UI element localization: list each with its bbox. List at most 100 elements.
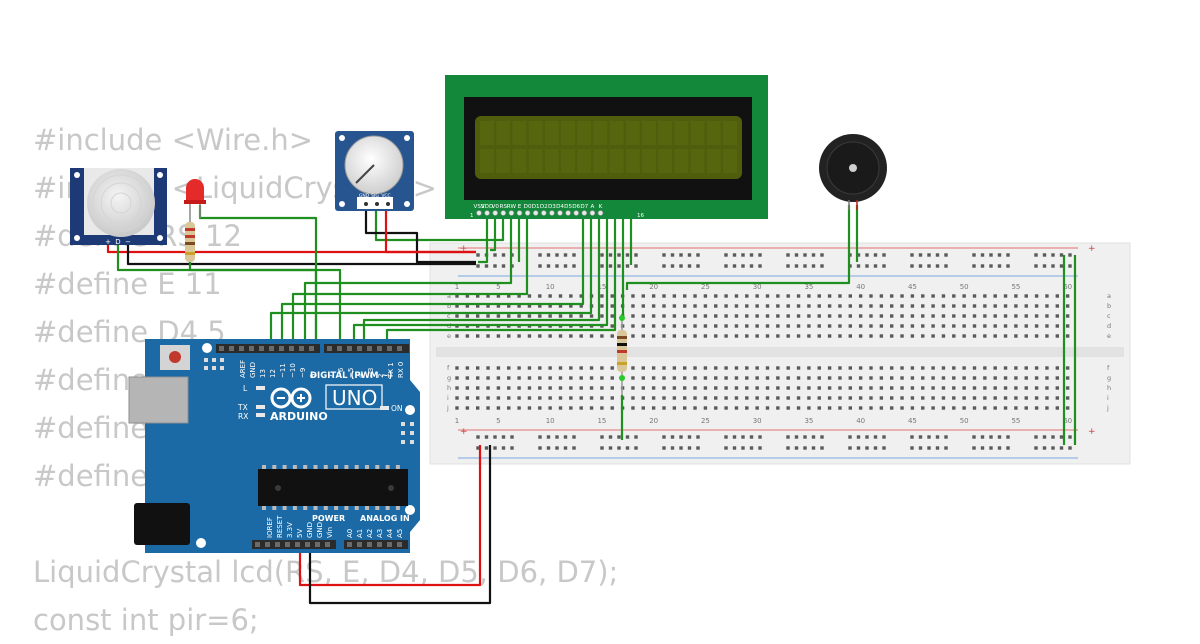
wire-lcd-a bbox=[385, 213, 617, 345]
arduino-pin-label: ~5 bbox=[347, 368, 355, 378]
breadboard-row-letter: c bbox=[447, 312, 451, 320]
power-label: POWER bbox=[312, 514, 345, 523]
breadboard-column-number: 50 bbox=[960, 283, 969, 291]
lcd-pin-label: RW bbox=[507, 204, 517, 210]
arduino-power-pin-label: GND bbox=[316, 522, 324, 538]
breadboard-column-number: 15 bbox=[597, 417, 606, 425]
wire-pot-gnd bbox=[364, 206, 476, 264]
wire-arduino-gnd bbox=[308, 445, 492, 605]
led-rx-label: RX bbox=[238, 412, 248, 421]
breadboard-column-number: 35 bbox=[804, 417, 813, 425]
breadboard-column-number: 40 bbox=[856, 283, 865, 291]
wire-pir-vcc bbox=[106, 245, 476, 254]
breadboard-row-letter: g bbox=[1107, 374, 1111, 382]
breadboard-column-number: 25 bbox=[701, 283, 710, 291]
pir-dome bbox=[87, 169, 155, 237]
arduino-power-pin-label: GND bbox=[306, 522, 314, 538]
breadboard-row-letter: f bbox=[447, 364, 450, 372]
breadboard-row-letter: j bbox=[446, 404, 449, 412]
code-line: #include <Wire.h> bbox=[33, 123, 314, 157]
rail-plus-label: + bbox=[1088, 427, 1096, 437]
lcd-pin-label: A bbox=[590, 204, 594, 210]
arduino-power-pin-label: Vin bbox=[326, 527, 334, 538]
led-tx-label: TX bbox=[237, 403, 248, 412]
pot-pin-label: GND bbox=[359, 193, 370, 199]
led-l-label: L bbox=[243, 384, 248, 393]
breadboard-column-number: 20 bbox=[649, 283, 658, 291]
breadboard-row-letter: e bbox=[447, 332, 451, 340]
breadboard-column-number: 30 bbox=[753, 283, 762, 291]
breadboard-row-letter: a bbox=[1107, 292, 1111, 300]
wire-lcd-v0 bbox=[374, 206, 505, 242]
lcd-pin-label: D0 bbox=[524, 204, 532, 210]
pot-pin-label: VCC bbox=[381, 193, 390, 199]
breadboard-column-number: 45 bbox=[908, 417, 917, 425]
breadboard-column-number: 5 bbox=[496, 283, 500, 291]
lcd-pin-label: D5 bbox=[564, 204, 572, 210]
breadboard-row-letter: h bbox=[1107, 384, 1111, 392]
arduino-power-pin-label: RESET bbox=[276, 515, 284, 538]
arduino-pin-label: 13 bbox=[259, 369, 267, 378]
circuit-diagram: 1155101015152020252530303535404045455050… bbox=[70, 75, 1131, 605]
breadboard-column-number: 5 bbox=[496, 417, 500, 425]
breadboard-row-letter: f bbox=[1107, 364, 1110, 372]
breadboard-row-letter: e bbox=[1107, 332, 1111, 340]
lcd-pin-label: VSS bbox=[474, 204, 485, 210]
arduino-pin-label: GND bbox=[249, 362, 257, 378]
wire-buzzer-signal bbox=[625, 205, 851, 290]
wire-lcd-vdd bbox=[490, 213, 497, 252]
breadboard-row-letter: g bbox=[447, 374, 451, 382]
arduino-analog-pin-label: A1 bbox=[356, 529, 364, 538]
breadboard-row-letter: h bbox=[447, 384, 451, 392]
dc-jack bbox=[134, 503, 190, 545]
arduino-pin-label: 7 bbox=[327, 374, 335, 378]
breadboard-row-letter: b bbox=[447, 302, 451, 310]
wire-pir-gnd bbox=[126, 245, 476, 266]
lcd-pin-last: 16 bbox=[637, 213, 644, 219]
lcd-pin-label: D6 bbox=[572, 204, 580, 210]
arduino-logo bbox=[270, 387, 312, 409]
arduino-analog-pin-label: A2 bbox=[366, 529, 374, 538]
arduino-pin-label: TX 1 bbox=[387, 362, 395, 379]
arduino-pin-label: 8 bbox=[309, 374, 317, 378]
lcd-pin-label: VDD bbox=[481, 204, 493, 210]
arduino-pin-label: ~9 bbox=[299, 368, 307, 378]
wire-lcd-d4 bbox=[280, 213, 585, 345]
breadboard-row-letter: b bbox=[1107, 302, 1111, 310]
breadboard-column-number: 25 bbox=[701, 417, 710, 425]
breadboard-row-letter: d bbox=[1107, 322, 1111, 330]
power-header bbox=[252, 540, 336, 549]
brand-label: ARDUINO bbox=[270, 410, 328, 423]
lcd-pin-label: K bbox=[599, 204, 603, 210]
wire-arduino-5v bbox=[298, 445, 482, 587]
breadboard-column-number: 20 bbox=[649, 417, 658, 425]
breadboard: 1155101015152020252530303535404045455050… bbox=[429, 242, 1131, 465]
arduino-analog-pin-label: A4 bbox=[386, 528, 394, 538]
arduino-pin-label: 2 bbox=[377, 374, 385, 378]
breadboard-column-number: 10 bbox=[546, 283, 555, 291]
digital-header-left bbox=[216, 344, 320, 353]
breadboard-row-letter: i bbox=[1107, 394, 1109, 402]
red-led bbox=[184, 179, 206, 222]
arduino-pin-label: 4 bbox=[357, 373, 365, 378]
usb-port bbox=[128, 376, 189, 424]
arduino-analog-pin-label: A0 bbox=[346, 529, 354, 538]
breadboard-column-number: 30 bbox=[753, 417, 762, 425]
lcd-pin-label: D4 bbox=[556, 204, 564, 210]
lcd-pin-label: D2 bbox=[540, 204, 548, 210]
breadboard-column-number: 35 bbox=[804, 283, 813, 291]
code-line: #define E 11 bbox=[33, 267, 222, 301]
lcd-pin-label: D7 bbox=[580, 204, 588, 210]
breadboard-column-number: 45 bbox=[908, 283, 917, 291]
breadboard-column-number: 15 bbox=[597, 283, 606, 291]
model-label: UNO bbox=[332, 386, 377, 410]
lcd-pin-label: RS bbox=[500, 204, 508, 210]
led-resistor bbox=[185, 222, 195, 262]
analog-in-label: ANALOG IN bbox=[360, 514, 410, 523]
breadboard-column-number: 1 bbox=[455, 417, 459, 425]
breadboard-column-number: 60 bbox=[1063, 417, 1072, 425]
lcd-pin-label: E bbox=[518, 204, 522, 210]
breadboard-column-number: 10 bbox=[546, 417, 555, 425]
